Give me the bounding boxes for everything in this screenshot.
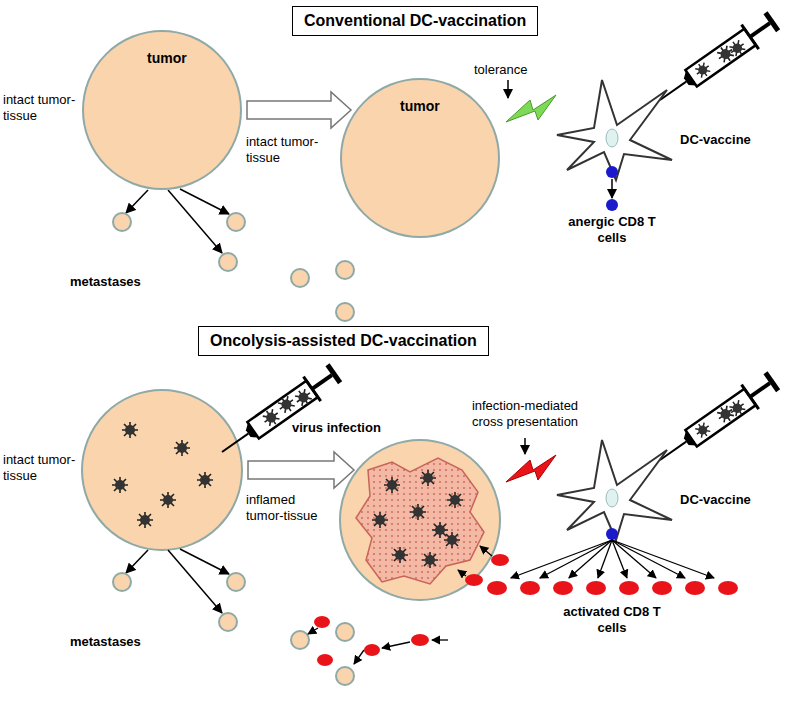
label: metastases	[70, 634, 141, 650]
label: intact tumor-tissue	[3, 452, 81, 483]
fan-arrow	[612, 540, 685, 578]
label: intact tumor-tissue	[246, 134, 324, 165]
t-cell	[718, 581, 738, 595]
label: infection-mediated cross presentation	[455, 398, 595, 429]
t-cell	[685, 581, 705, 595]
t-cell	[619, 581, 639, 595]
block-arrow	[247, 92, 351, 128]
tumor-circle: tumor	[82, 30, 242, 190]
label: DC-vaccine	[680, 132, 751, 148]
t-cell	[652, 581, 672, 595]
title-text: Conventional DC-vaccination	[304, 12, 526, 29]
label: anergic CD8 T cells	[562, 214, 662, 245]
label: tolerance	[474, 62, 527, 78]
t-cell	[586, 581, 606, 595]
label: metastases	[70, 274, 141, 290]
fan-arrow	[569, 540, 612, 578]
fan-arrow	[612, 540, 714, 578]
t-cell	[487, 581, 507, 595]
fan-arrow	[511, 540, 612, 578]
label: activated CD8 T cells	[562, 604, 662, 635]
tumor-label: tumor	[400, 98, 440, 114]
fan-arrow	[540, 540, 612, 578]
t-cell	[520, 581, 540, 595]
fan-arrow	[598, 540, 612, 578]
label: inflamed tumor-tissue	[246, 492, 324, 523]
title-box: Conventional DC-vaccination	[292, 6, 538, 36]
tumor-circle: tumor	[340, 78, 500, 238]
label: intact tumor-tissue	[3, 92, 81, 123]
title-text: Oncolysis-assisted DC-vaccination	[210, 332, 477, 349]
label: virus infection	[292, 420, 381, 436]
label: DC-vaccine	[680, 492, 751, 508]
tumor-label: tumor	[147, 50, 187, 66]
title-box: Oncolysis-assisted DC-vaccination	[198, 326, 489, 356]
t-cell	[553, 581, 573, 595]
